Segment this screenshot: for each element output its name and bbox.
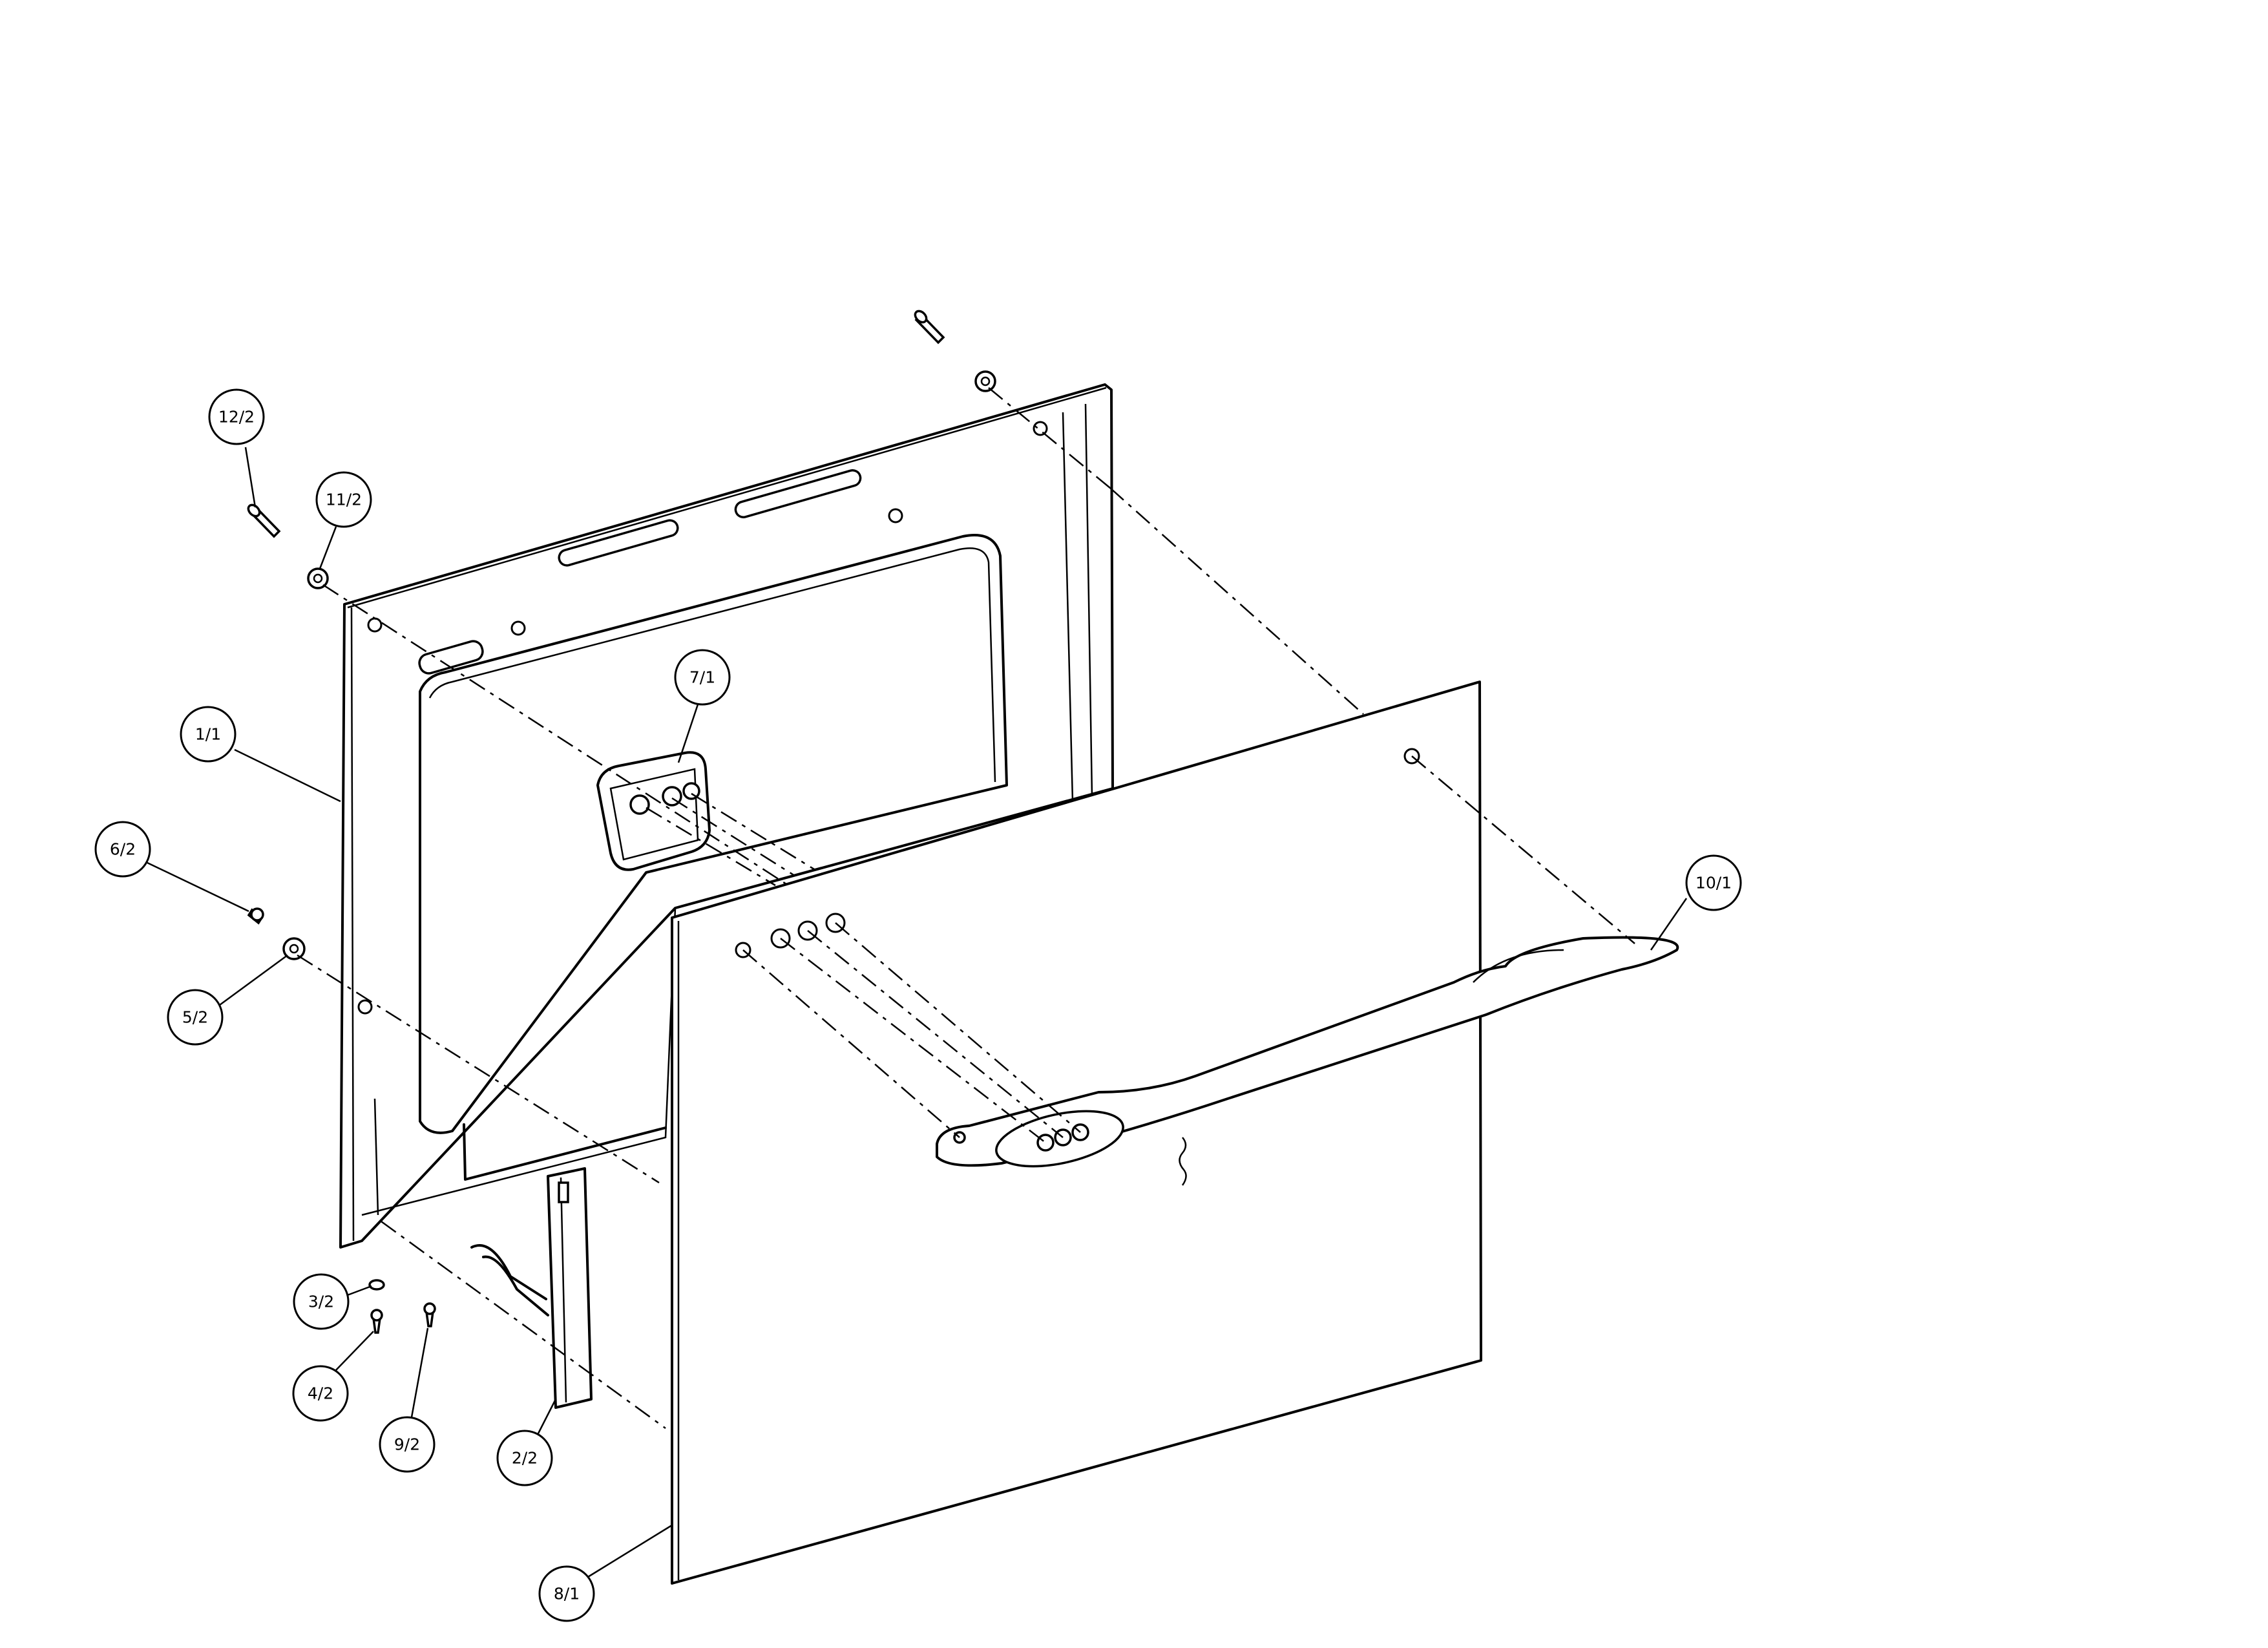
hardware: [247, 310, 996, 1334]
callout-1-1: 1/1: [180, 706, 341, 803]
callout-7-1: 7/1: [674, 649, 731, 763]
callout-label: 10/1: [1696, 874, 1732, 893]
callout-8-1: 8/1: [538, 1524, 673, 1622]
assembly-lines: [297, 387, 1635, 1430]
callout-2-2: 2/2: [496, 1399, 557, 1486]
callout-5-2: 5/2: [167, 954, 288, 1046]
callout-label: 12/2: [218, 408, 255, 427]
callout-label: 7/1: [689, 668, 715, 687]
callout-label: 5/2: [182, 1008, 208, 1027]
callout-label: 3/2: [308, 1293, 334, 1311]
callout-12-2: 12/2: [208, 388, 265, 508]
callout-label: 1/1: [195, 725, 221, 744]
callout-10-1: 10/1: [1650, 854, 1742, 951]
callout-3-2: 3/2: [293, 1273, 372, 1330]
callout-label: 11/2: [326, 491, 362, 509]
callout-11-2: 11/2: [315, 471, 372, 569]
callout-label: 4/2: [308, 1384, 333, 1403]
callout-4-2: 4/2: [292, 1331, 374, 1422]
callout-label: 9/2: [394, 1435, 420, 1454]
callout-label: 2/2: [512, 1449, 538, 1468]
callout-label: 6/2: [110, 840, 136, 859]
callout-label: 8/1: [554, 1585, 580, 1603]
callout-9-2: 9/2: [379, 1327, 436, 1473]
lock-module: [596, 751, 711, 871]
callout-6-2: 6/2: [94, 821, 249, 913]
door-hinge: [470, 1167, 593, 1409]
